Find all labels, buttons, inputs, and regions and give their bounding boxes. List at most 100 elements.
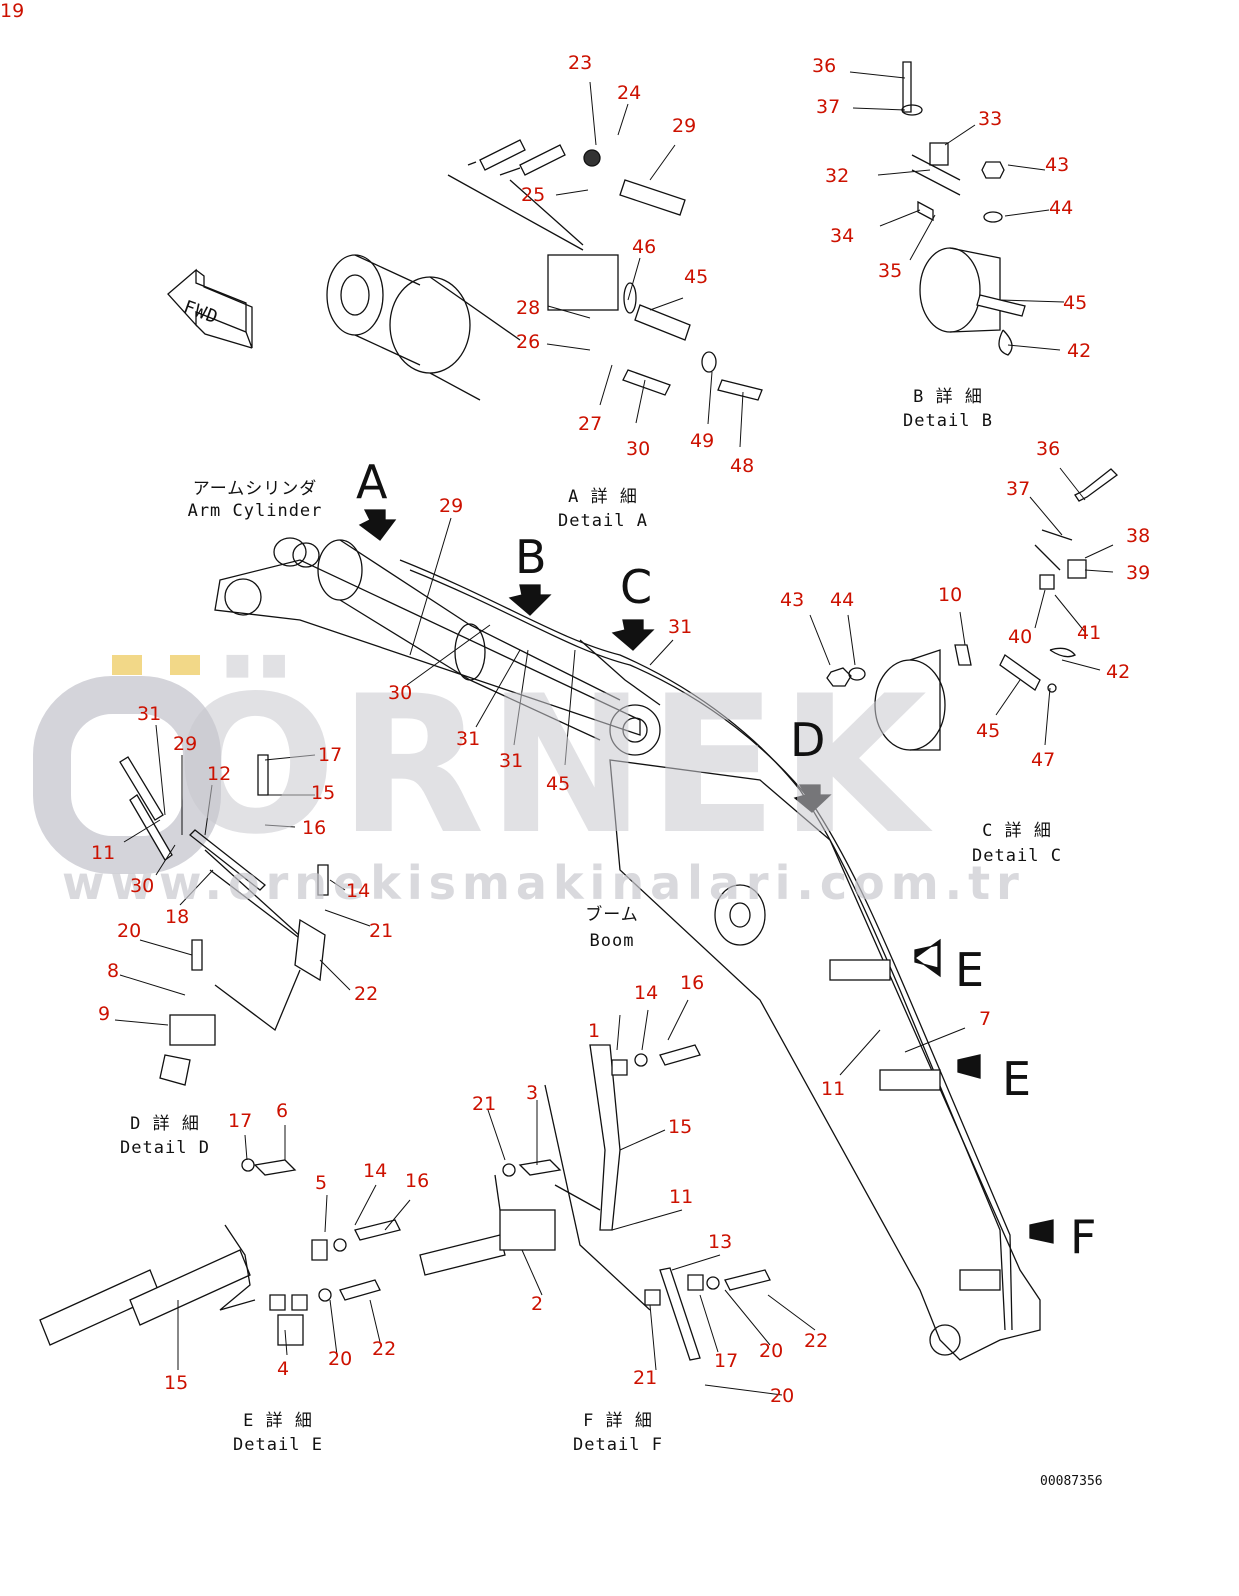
view-letter-c: C [620,560,653,614]
part-number-label: 5 [315,1172,328,1194]
part-number-label: 45 [546,773,571,795]
part-number-label: 30 [388,682,413,704]
part-number-label: 47 [1031,749,1056,771]
part-number-label: 44 [830,589,855,611]
part-number-label: 20 [328,1348,353,1370]
part-number-label: 8 [107,960,120,982]
part-number-label: 23 [568,52,593,74]
part-number-label: 42 [1067,340,1092,362]
part-number-label: 28 [516,297,541,319]
part-number-label: 17 [318,744,343,766]
detail-d-drawing [119,754,329,1086]
part-number-label: 46 [632,236,657,258]
caption-detail-d-jp: D 詳 細 [130,1114,200,1134]
part-number-label: 16 [302,817,327,839]
caption-detail-f-en: Detail F [573,1435,663,1455]
caption-detail-c-jp: C 詳 細 [982,821,1052,841]
view-letter-b: B [515,530,547,584]
part-number-label: 42 [1106,661,1131,683]
part-number-label: 2 [531,1293,544,1315]
caption-detail-e-en: Detail E [233,1435,323,1455]
part-number-label: 11 [669,1186,694,1208]
caption-detail-c-en: Detail C [972,846,1062,866]
part-number-label: 3 [526,1082,539,1104]
caption-boom-jp: ブーム [585,905,639,925]
part-number-label: 17 [228,1110,253,1132]
caption-detail-d-en: Detail D [120,1138,210,1158]
part-number-label: 9 [98,1003,111,1025]
part-number-label: 14 [634,982,659,1004]
part-number-label: 7 [979,1008,992,1030]
part-number-label: 16 [680,972,705,994]
watermark-logo [33,655,221,874]
caption-boom-en: Boom [589,931,635,951]
part-number-label: 38 [1126,525,1151,547]
part-number-label: 21 [633,1367,658,1389]
part-number-label: 49 [690,430,715,452]
part-number-label: 18 [165,906,190,928]
part-number-label: 45 [976,720,1001,742]
view-letter-d: D [790,713,826,767]
detail-a-drawing [326,139,763,401]
part-number-label: 31 [137,703,162,725]
part-number-label: 15 [164,1372,189,1394]
view-letter-e2: E [1002,1052,1032,1106]
part-number-label: 33 [978,108,1003,130]
part-number-label: 24 [617,82,642,104]
part-number-label: 29 [672,115,697,137]
fwd-arrow-icon [167,268,253,349]
caption-detail-e-jp: E 詳 細 [243,1411,313,1431]
watermark-brand: ÖRNEK [175,655,929,876]
part-number-label: 44 [1049,197,1074,219]
caption-detail-f-jp: F 詳 細 [583,1411,653,1431]
part-number-label: 14 [346,880,371,902]
part-number-label: 19 [0,0,25,22]
part-number-label: 22 [372,1338,397,1360]
part-number-label: 11 [821,1078,846,1100]
part-number-label: 48 [730,455,755,477]
caption-detail-a-en: Detail A [558,511,648,531]
part-number-label: 4 [277,1358,290,1380]
drawing-code: 00087356 [1040,1474,1103,1489]
caption-arm-cylinder-jp: アームシリンダ [192,479,318,499]
part-number-label: 31 [456,728,481,750]
part-number-label: 30 [130,875,155,897]
detail-e-drawing [39,1158,401,1346]
view-letter-a: A [356,455,388,509]
part-number-label: 41 [1077,622,1102,644]
part-number-label: 11 [91,842,116,864]
part-number-label: 37 [1006,478,1031,500]
part-number-label: 26 [516,331,541,353]
part-number-label: 1 [588,1020,601,1042]
caption-detail-b-en: Detail B [903,411,993,431]
part-number-label: 6 [276,1100,289,1122]
part-number-label: 31 [668,616,693,638]
part-number-label: 21 [472,1093,497,1115]
part-number-label: 14 [363,1160,388,1182]
part-number-label: 43 [780,589,805,611]
part-number-label: 45 [684,266,709,288]
watermark-url: www.ornekismakinalari.com.tr [62,856,1025,910]
part-number-label: 30 [626,438,651,460]
detail-b-drawing [901,61,1026,356]
part-number-label: 40 [1008,626,1033,648]
part-number-label: 37 [816,96,841,118]
part-number-label: 20 [770,1385,795,1407]
detail-c-drawing [826,468,1118,751]
part-number-label: 27 [578,413,603,435]
leader-lines [114,71,1114,1396]
part-number-label: 16 [405,1170,430,1192]
part-number-label: 45 [1063,292,1088,314]
part-number-label: 21 [369,920,394,942]
caption-detail-a-jp: A 詳 細 [568,487,638,507]
part-number-label: 36 [812,55,837,77]
part-number-label: 20 [117,920,142,942]
part-number-label: 39 [1126,562,1151,584]
part-number-label: 13 [708,1231,733,1253]
part-number-label: 31 [499,750,524,772]
part-number-label: 22 [354,983,379,1005]
part-number-label: 12 [207,763,232,785]
part-number-label: 15 [668,1116,693,1138]
